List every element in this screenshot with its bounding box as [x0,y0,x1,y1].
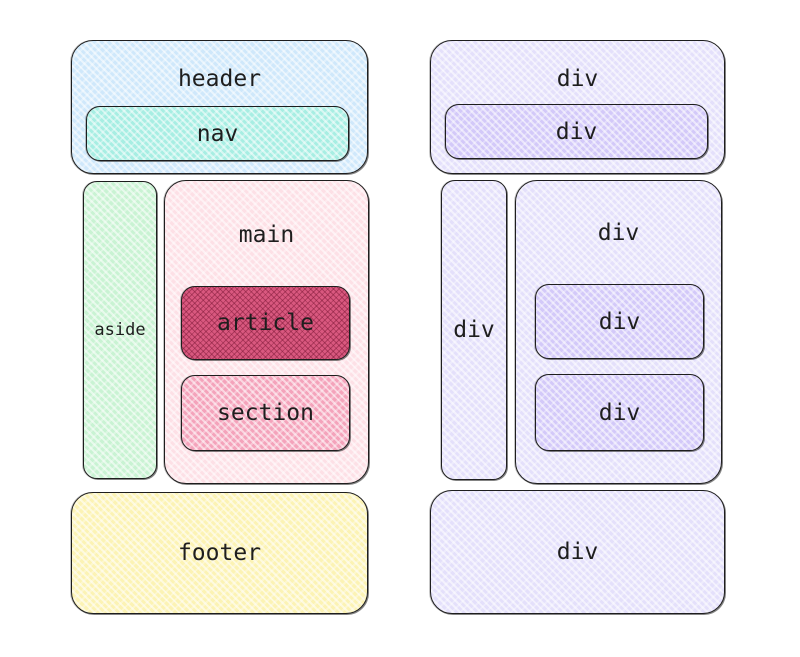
div-article-label: div [598,308,641,335]
nav-label: nav [196,120,239,147]
article-box: article [181,286,350,360]
nav-box: nav [86,106,349,161]
aside-box: aside [83,181,157,479]
div-aside-label: div [453,317,495,343]
div-nav-box: div [445,104,708,159]
div-section-label: div [598,399,641,426]
div-footer-label: div [556,539,599,565]
div-article-box: div [535,284,704,359]
footer-box: footer [71,492,368,614]
div-aside-box: div [441,180,507,480]
div-nav-label: div [555,118,598,145]
div-footer-box: div [430,490,725,614]
main-label: main [238,222,295,248]
footer-label: footer [177,540,262,566]
section-box: section [181,375,350,451]
div-header-label: div [556,66,599,92]
section-label: section [217,400,314,426]
div-section-box: div [535,374,704,451]
aside-label: aside [94,320,146,340]
div-main-label: div [597,220,640,246]
header-label: header [177,66,262,92]
article-label: article [217,310,314,336]
